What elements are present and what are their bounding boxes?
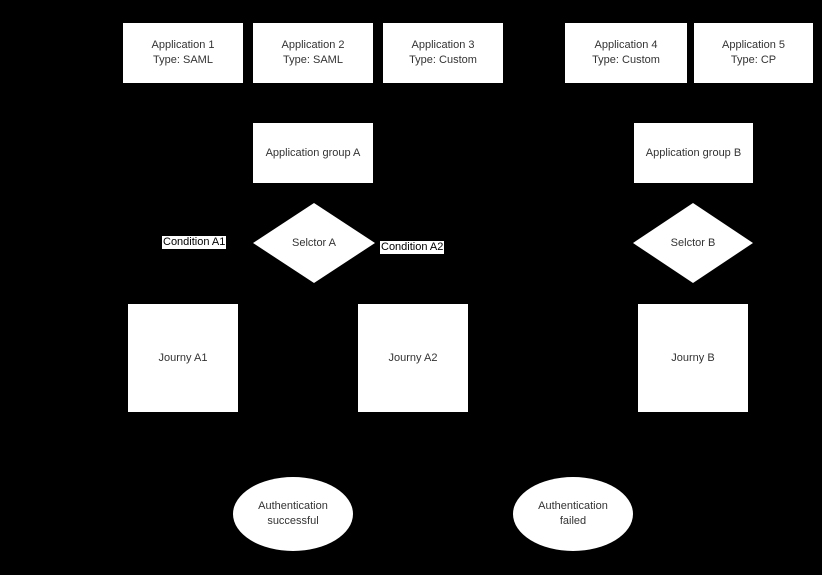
node-application-group-a[interactable]: Application group A xyxy=(253,123,373,183)
group-label: Application group B xyxy=(645,146,742,159)
node-application-group-b[interactable]: Application group B xyxy=(634,123,753,183)
application-name: Application 3 xyxy=(411,39,475,51)
node-application-3[interactable]: Application 3 Type: Custom xyxy=(383,23,503,83)
node-authentication-successful[interactable]: Authentication successful xyxy=(233,477,353,551)
edge-label-condition-a1[interactable]: Condition A1 xyxy=(162,236,227,249)
outcome-line2: failed xyxy=(559,515,587,527)
edge-label-condition-a2[interactable]: Condition A2 xyxy=(380,241,445,254)
selector-label: Selctor B xyxy=(670,236,716,249)
group-label: Application group A xyxy=(265,146,361,159)
application-name: Application 4 xyxy=(594,39,658,51)
selector-label: Selctor A xyxy=(291,236,337,249)
node-application-4[interactable]: Application 4 Type: Custom xyxy=(565,23,687,83)
application-type: Type: Custom xyxy=(409,54,477,66)
journey-label: Journy A2 xyxy=(388,351,438,364)
node-application-1[interactable]: Application 1 Type: SAML xyxy=(123,23,243,83)
node-authentication-failed[interactable]: Authentication failed xyxy=(513,477,633,551)
node-application-2[interactable]: Application 2 Type: SAML xyxy=(253,23,373,83)
application-type: Type: CP xyxy=(730,54,777,66)
node-journey-b[interactable]: Journy B xyxy=(638,304,748,412)
application-name: Application 1 xyxy=(151,39,215,51)
journey-label: Journy A1 xyxy=(158,351,208,364)
outcome-line1: Authentication xyxy=(538,500,608,512)
node-application-5[interactable]: Application 5 Type: CP xyxy=(694,23,813,83)
journey-label: Journy B xyxy=(671,351,715,364)
outcome-line2: successful xyxy=(267,515,319,527)
node-journey-a2[interactable]: Journy A2 xyxy=(358,304,468,412)
node-selector-b-diamond[interactable]: Selctor B xyxy=(633,203,753,283)
outcome-line1: Authentication xyxy=(258,500,328,512)
application-type: Type: Custom xyxy=(592,54,660,66)
application-name: Application 2 xyxy=(281,39,345,51)
node-selector-a-diamond[interactable]: Selctor A xyxy=(253,203,375,283)
application-type: Type: SAML xyxy=(153,54,213,66)
node-journey-a1[interactable]: Journy A1 xyxy=(128,304,238,412)
application-name: Application 5 xyxy=(722,39,785,51)
application-type: Type: SAML xyxy=(283,54,343,66)
